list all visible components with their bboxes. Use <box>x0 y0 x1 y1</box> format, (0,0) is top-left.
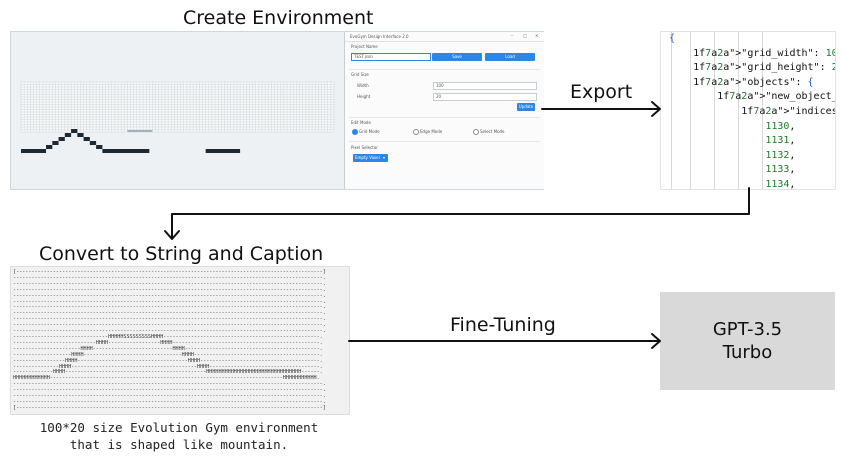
select-mode-label: Select Mode <box>480 129 505 134</box>
chevron-down-icon: ▾ <box>383 155 386 160</box>
terrain-voxel-block <box>64 133 72 137</box>
terrain-voxel-block <box>71 129 78 133</box>
edit-mode-label: Edit Mode <box>351 120 371 125</box>
fine-tuning-arrowhead <box>651 333 661 349</box>
project-name-label: Project Name <box>351 44 378 49</box>
create-environment-heading: Create Environment <box>183 7 374 29</box>
string-representation-panel: [---------------------------------------… <box>10 266 350 415</box>
terrain-highlight <box>127 130 153 132</box>
save-button[interactable]: Save <box>432 53 482 61</box>
convert-arrowhead <box>164 230 180 240</box>
terrain-voxel-block <box>89 141 97 145</box>
window-minimize-button[interactable]: – <box>511 33 513 38</box>
json-line: 1f7a2a">"indices": [ <box>741 106 835 117</box>
model-name-line-1: GPT-3.5 <box>712 319 783 340</box>
convert-arrow <box>171 187 750 239</box>
fine-tuning-label: Fine-Tuning <box>450 314 556 336</box>
terrain-voxel-block <box>83 137 90 141</box>
environment-string: [---------------------------------------… <box>13 269 326 411</box>
environment-editor-screenshot: EvoGym Design Interface 2.0 – □ ✕ Projec… <box>10 31 544 190</box>
caption-line-1: 100*20 size Evolution Gym environment <box>39 420 319 435</box>
pixel-selector-value: Empty Voxel <box>355 155 380 160</box>
design-interface-window: EvoGym Design Interface 2.0 – □ ✕ Projec… <box>344 32 544 189</box>
voxel-grid <box>20 81 335 153</box>
edge-mode-label: Edge Mode <box>420 129 443 134</box>
json-line: 1f7a2a">"grid_width": 100, <box>693 47 835 59</box>
model-name-line-2: Turbo <box>722 342 773 363</box>
caption: 100*20 size Evolution Gym environment th… <box>10 419 348 453</box>
json-line: 1130, <box>765 120 796 132</box>
json-export-panel: { 1f7a2a">"grid_width": 100, 1f7a2a">"gr… <box>660 31 836 190</box>
project-name-input[interactable]: TEST.json <box>351 53 431 61</box>
export-label: Export <box>570 81 633 103</box>
pixel-selector-label: Pixel Selector <box>351 145 378 150</box>
height-input[interactable]: 20 <box>433 93 537 101</box>
caption-line-2: that is shaped like mountain. <box>69 437 289 452</box>
width-label: Width <box>357 83 369 88</box>
terrain-voxel-block <box>21 149 47 153</box>
terrain-voxel-block <box>77 133 84 137</box>
voxel-grid-canvas[interactable] <box>11 32 344 189</box>
width-input[interactable]: 100 <box>433 82 537 90</box>
json-line: 1131, <box>765 135 796 147</box>
terrain-voxel-block <box>102 149 150 153</box>
terrain-voxel-block <box>52 141 59 145</box>
terrain-voxel-block <box>46 145 53 149</box>
height-label: Height <box>357 94 371 99</box>
json-line: 1f7a2a">"new_object_6": { <box>717 91 836 103</box>
edge-mode-radio[interactable] <box>413 129 419 135</box>
window-title: EvoGym Design Interface 2.0 <box>350 34 409 39</box>
terrain-voxel-block <box>205 149 241 153</box>
update-button[interactable]: Update <box>517 103 535 111</box>
terrain-voxel-block <box>96 145 103 149</box>
gpt-model-box: GPT-3.5 Turbo <box>660 292 835 390</box>
export-arrowhead <box>651 101 661 117</box>
json-line: 1134, <box>765 179 796 190</box>
grid-mode-radio[interactable] <box>352 129 358 135</box>
convert-heading: Convert to String and Caption <box>39 243 324 265</box>
json-line: 1f7a2a">"objects": { <box>693 76 814 88</box>
terrain-voxel-block <box>58 137 65 141</box>
select-mode-radio[interactable] <box>473 129 479 135</box>
window-close-button[interactable]: ✕ <box>535 33 539 38</box>
grid-mode-label: Grid Mode <box>359 129 380 134</box>
json-line: 1132, <box>765 149 796 161</box>
window-maximize-button[interactable]: □ <box>523 33 527 38</box>
json-line: 1f7a2a">"grid_height": 20, <box>693 62 835 74</box>
grid-size-label: Grid Size <box>351 72 369 77</box>
pixel-selector-dropdown[interactable]: Empty Voxel ▾ <box>353 154 388 162</box>
json-line: { <box>669 33 676 44</box>
json-line: 1133, <box>765 164 796 176</box>
load-button[interactable]: Load <box>485 53 535 61</box>
